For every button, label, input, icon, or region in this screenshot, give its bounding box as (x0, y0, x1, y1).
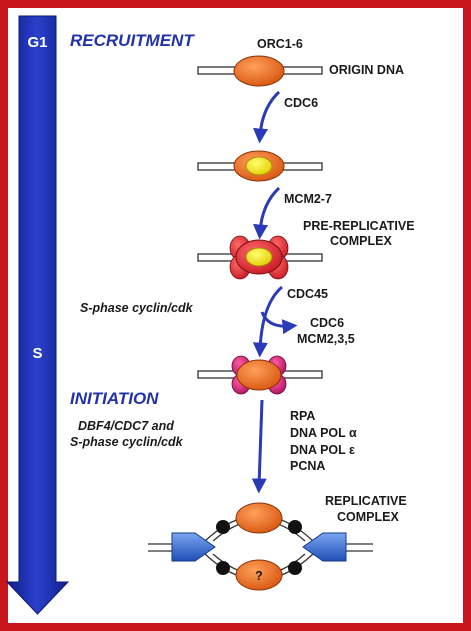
prerep-label-line1: PRE-REPLICATIVE (303, 219, 415, 233)
origin-dna-label: ORIGIN DNA (329, 63, 404, 77)
cdc6-label: CDC6 (284, 96, 318, 110)
dbf4-cdc7-label: DBF4/CDC7 and (78, 419, 174, 433)
stage-cdc45-bound (197, 355, 323, 395)
mcm27-label: MCM2-7 (284, 192, 332, 206)
replicative-label-line1: REPLICATIVE (325, 494, 407, 508)
helicase (171, 532, 216, 562)
g1-label: G1 (27, 34, 47, 51)
dbf4-s-phase-label: S-phase cyclin/cdk (70, 435, 184, 449)
cdc45-label: CDC45 (287, 287, 328, 301)
arrow-cdc45-loading (252, 285, 284, 358)
stage-orc-bound: ORC1-6 ORIGIN DNA (197, 37, 404, 87)
rpa-label: RPA (290, 409, 315, 423)
cell-cycle-timeline: G1 S (5, 15, 70, 615)
stage-cdc6-bound (197, 150, 323, 182)
orc-complex (235, 502, 283, 534)
polymerase (288, 520, 302, 534)
replicative-label-line2: COMPLEX (337, 510, 399, 524)
prerep-label-line2: COMPLEX (330, 234, 392, 248)
orc-complex (236, 359, 282, 391)
pol-epsilon-label: DNA POL ε (290, 443, 355, 457)
orc-complex (233, 55, 285, 87)
unknown-orc (235, 559, 283, 591)
pol-alpha-label: DNA POL α (290, 426, 357, 440)
arrow-cdc6-loading (253, 90, 281, 144)
arrow-mcm-loading (253, 186, 281, 240)
arrow-cdc6-release (260, 311, 298, 335)
s-label: S (32, 345, 42, 362)
polymerase (216, 561, 230, 575)
pcna-label: PCNA (290, 459, 325, 473)
unknown-mark: ? (255, 569, 263, 583)
stage-replicative-complex: ? REPLICATIVE COMPLEX (148, 494, 407, 591)
timeline-arrow (5, 15, 70, 615)
recruitment-heading: RECRUITMENT (70, 31, 195, 50)
arrow-initiation (251, 399, 267, 494)
s-phase-kinase-label: S-phase cyclin/cdk (80, 301, 194, 315)
polymerase (288, 561, 302, 575)
initiation-heading: INITIATION (70, 389, 159, 408)
cdc6-protein (245, 247, 273, 267)
cdc6-protein (245, 156, 273, 176)
helicase (302, 532, 347, 562)
orc-label: ORC1-6 (257, 37, 303, 51)
stage-pre-replicative-complex (197, 235, 323, 280)
polymerase (216, 520, 230, 534)
cdc6-released-label: CDC6 (310, 316, 344, 330)
mcm235-released-label: MCM2,3,5 (297, 332, 355, 346)
